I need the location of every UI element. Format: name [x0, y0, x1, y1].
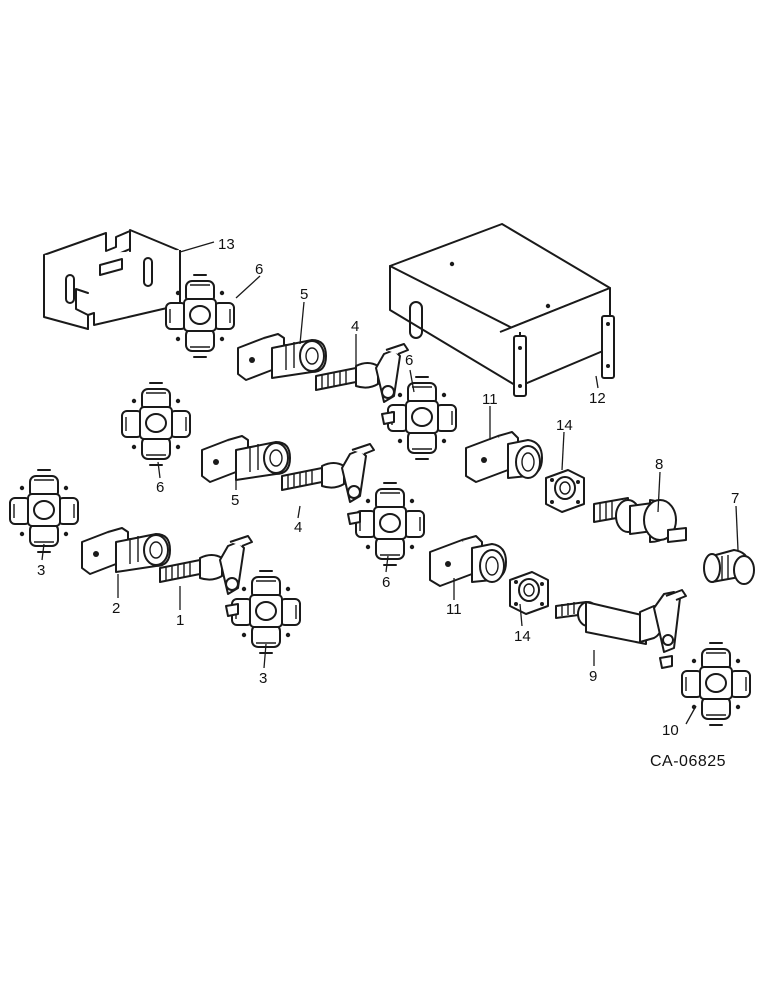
shaft-yoke-4-lower [281, 443, 375, 525]
callout-6-mid-right: 6 [405, 352, 413, 369]
shaft-9-part [555, 589, 687, 669]
slip-yoke-2 [81, 527, 171, 575]
u-joint-cross-3-bottom [231, 570, 301, 654]
callout-11-lower: 11 [446, 601, 462, 618]
callout-9: 9 [589, 668, 597, 685]
shield-large-part [389, 223, 615, 397]
slip-yoke-5-upper [237, 333, 327, 381]
flange-yoke-11-lower [429, 535, 507, 587]
callout-11-upper: 11 [482, 391, 498, 408]
callout-6-mid-left: 6 [156, 479, 164, 496]
callout-8: 8 [655, 456, 663, 473]
callout-3-bottom: 3 [259, 670, 267, 687]
callout-5-upper: 5 [300, 286, 308, 303]
callout-7: 7 [731, 490, 739, 507]
shaft-yoke-1 [159, 535, 253, 617]
callout-3-left: 3 [37, 562, 45, 579]
slip-yoke-5-lower [201, 435, 291, 483]
callout-1: 1 [176, 612, 184, 629]
u-joint-cross-6-mid-left [121, 382, 191, 466]
callout-labels: 13 6 5 4 6 11 12 14 8 7 6 5 4 6 3 2 11 1… [37, 236, 739, 739]
u-joint-cross-6-mid-right [387, 376, 457, 460]
bearing-plate-14-lower [509, 571, 549, 615]
flange-yoke-11-upper [465, 431, 543, 483]
stub-shaft-7-part [703, 549, 755, 585]
callout-5-lower: 5 [231, 492, 239, 509]
u-joint-cross-3-left [9, 469, 79, 553]
callout-13: 13 [218, 236, 235, 253]
callout-4-upper: 4 [351, 318, 359, 335]
callout-12: 12 [589, 390, 606, 407]
callout-14-upper: 14 [556, 417, 573, 434]
u-joint-cross-6-lower [355, 482, 425, 566]
callout-6-top: 6 [255, 261, 263, 278]
shield-small-part [43, 229, 181, 330]
bearing-plate-14-upper [545, 469, 585, 513]
callout-4-lower: 4 [294, 519, 302, 536]
shaft-8-part [593, 497, 687, 543]
callout-14-lower: 14 [514, 628, 531, 645]
callout-6-lower: 6 [382, 574, 390, 591]
reference-code: CA-06825 [650, 753, 726, 770]
shaft-yoke-4-upper [315, 343, 409, 425]
callout-10: 10 [662, 722, 679, 739]
callout-2: 2 [112, 600, 120, 617]
leader-lines [41, 241, 739, 725]
